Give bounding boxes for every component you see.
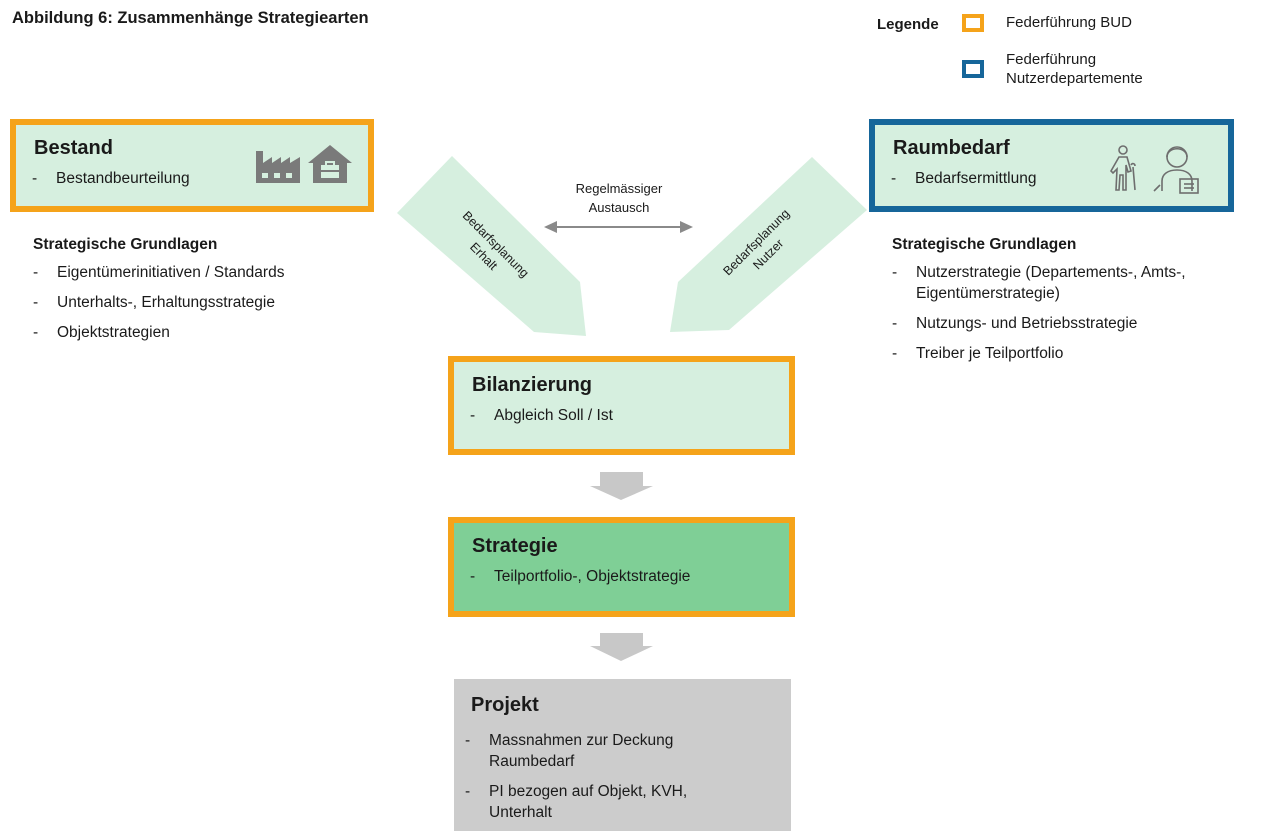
exchange-text-line1: Regelmässiger (576, 181, 663, 196)
bullet-dash: - (33, 294, 39, 311)
legend-swatch-nutzer (962, 60, 984, 78)
office-worker-icon (1153, 146, 1199, 194)
projekt-item: - PI bezogen auf Objekt, KVH, Unterhalt (465, 781, 789, 823)
exchange-arrowhead-right (680, 221, 693, 233)
left-grundlagen-item-text: Eigentümerinitiativen / Standards (57, 264, 285, 281)
exchange-text-line2: Austausch (589, 200, 650, 215)
arrow-bedarfsplanung-nutzer (670, 157, 867, 332)
legend-text-bud-line: Federführung BUD (1006, 14, 1132, 31)
bestand-box: Bestand - Bestandbeurteilung (10, 119, 374, 212)
bilanzierung-box: Bilanzierung - Abgleich Soll / Ist (448, 356, 795, 455)
right-grundlagen-item: - Nutzungs- und Betriebsstrategie (892, 313, 1257, 334)
left-grundlagen-item-text: Unterhalts-, Erhaltungsstrategie (57, 294, 275, 311)
bullet-dash: - (891, 170, 897, 187)
bullet-dash: - (33, 264, 39, 281)
right-grundlagen-item-line2: Eigentümerstrategie) (916, 285, 1060, 302)
bilanzierung-item: - Abgleich Soll / Ist (470, 407, 613, 425)
projekt-title: Projekt (471, 694, 539, 716)
bullet-dash: - (465, 732, 471, 749)
raumbedarf-box: Raumbedarf - Bedarfsermittlung (869, 119, 1234, 212)
legend-text-bud: Federführung BUD (1006, 13, 1132, 32)
legend-text-nutzer-line1: Federführung (1006, 51, 1097, 68)
bestand-item-text: Bestandbeurteilung (56, 170, 190, 187)
right-grundlagen-heading: Strategische Grundlagen (892, 236, 1077, 253)
legend-text-nutzer: Federführung Nutzerdepartemente (1006, 50, 1143, 88)
bullet-dash: - (465, 783, 471, 800)
raumbedarf-title: Raumbedarf (893, 137, 1010, 159)
bullet-dash: - (33, 324, 39, 341)
bullet-dash: - (32, 170, 38, 187)
legend-label: Legende (877, 16, 939, 33)
left-grundlagen-item: - Eigentümerinitiativen / Standards (33, 262, 393, 283)
arrow-bedarfsplanung-erhalt (397, 156, 586, 336)
bullet-dash: - (470, 407, 476, 424)
bullet-dash: - (892, 345, 898, 362)
bilanzierung-item-text: Abgleich Soll / Ist (494, 407, 613, 424)
strategie-box: Strategie - Teilportfolio-, Objektstrateg… (448, 517, 795, 617)
strategie-item-text: Teilportfolio-, Objektstrategie (494, 568, 691, 585)
left-grundlagen: Strategische Grundlagen - Eigentümeriniti… (33, 236, 393, 343)
left-grundlagen-item: - Unterhalts-, Erhaltungsstrategie (33, 292, 393, 313)
page-title: Abbildung 6: Zusammenhänge Strategiearte… (12, 9, 369, 27)
raumbedarf-item: - Bedarfsermittlung (891, 170, 1036, 188)
projekt-item-line2: Raumbedarf (489, 753, 575, 770)
bullet-dash: - (892, 315, 898, 332)
right-grundlagen: Strategische Grundlagen - Nutzerstrategie… (892, 236, 1257, 364)
right-grundlagen-item: - Treiber je Teilportfolio (892, 343, 1257, 364)
factory-icon (256, 151, 300, 183)
down-arrow-2 (590, 633, 653, 661)
right-grundlagen-item-line1: Nutzerstrategie (Departements-, Amts-, (916, 264, 1186, 281)
strategie-title: Strategie (472, 535, 558, 557)
left-grundlagen-item: - Objektstrategien (33, 322, 393, 343)
legend-text-nutzer-line2: Nutzerdepartemente (1006, 70, 1143, 87)
exchange-arrowhead-left (544, 221, 557, 233)
right-grundlagen-item-text: Treiber je Teilportfolio (916, 345, 1064, 362)
house-briefcase-icon (308, 145, 352, 183)
legend-swatch-bud (962, 14, 984, 32)
bestand-title: Bestand (34, 137, 113, 159)
bestand-item: - Bestandbeurteilung (32, 170, 190, 188)
bilanzierung-title: Bilanzierung (472, 374, 593, 396)
right-grundlagen-item: - Nutzerstrategie (Departements-, Amts-, E… (892, 262, 1257, 304)
projekt-item-line2: Unterhalt (489, 804, 552, 821)
bullet-dash: - (892, 264, 898, 281)
right-grundlagen-item-text: Nutzungs- und Betriebsstrategie (916, 315, 1138, 332)
projekt-item-line1: Massnahmen zur Deckung (489, 732, 674, 749)
left-grundlagen-item-text: Objektstrategien (57, 324, 170, 341)
projekt-item-line1: PI bezogen auf Objekt, KVH, (489, 783, 688, 800)
strategie-item: - Teilportfolio-, Objektstrategie (470, 568, 690, 586)
down-arrow-1 (590, 472, 653, 500)
left-grundlagen-heading: Strategische Grundlagen (33, 236, 218, 253)
raumbedarf-item-text: Bedarfsermittlung (915, 170, 1037, 187)
elderly-person-icon (1110, 145, 1136, 191)
bullet-dash: - (470, 568, 476, 585)
